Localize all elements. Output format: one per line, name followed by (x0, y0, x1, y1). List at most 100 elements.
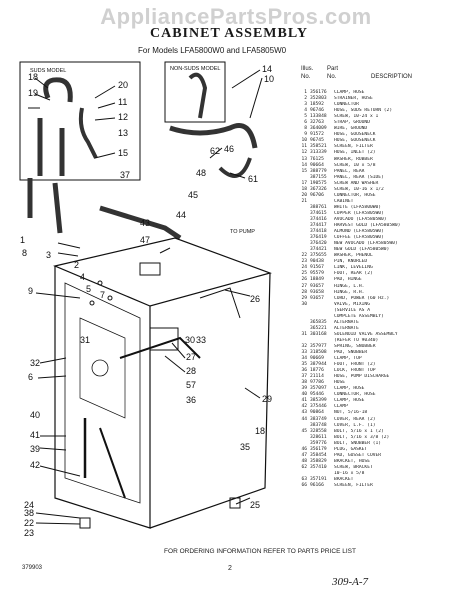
part-number: 356176 (310, 90, 327, 95)
illus-number: 26 (301, 277, 307, 283)
illus-number: 22 (301, 253, 307, 259)
callout-number: 24 (24, 500, 34, 510)
part-description: AVOCADO (LFA5805W0) (334, 216, 387, 222)
part-description: NUT, 5/16-18 (334, 410, 368, 416)
part-description: VALVE, MIXING (334, 301, 370, 307)
part-number: 93657 (310, 295, 324, 301)
suds-model-label: SUDS MODEL (30, 68, 66, 74)
part-description: NEW GOLD (LFA5805W0) (334, 247, 390, 253)
illus-number: 24 (301, 265, 307, 271)
part-description: PAD, GUSSET COVER (334, 452, 382, 458)
part-description: HOSE, GOOSENECK (334, 138, 376, 144)
illus-number: 8 (304, 126, 307, 132)
part-number: 97786 (310, 380, 324, 386)
header-part-no: No. (327, 74, 337, 80)
part-description: SCREW, 10-24 x 1 (334, 114, 379, 120)
part-description: FOOT, REAR (2) (334, 271, 373, 277)
callout-number: 19 (28, 88, 38, 98)
part-number: 90669 (310, 356, 324, 362)
callout-number: 46 (224, 144, 234, 154)
illus-number: 36 (301, 368, 307, 374)
part-number: 328558 (310, 428, 327, 434)
part-number: 367326 (310, 186, 327, 192)
part-number: 95579 (310, 271, 324, 277)
part-number: 374615 (310, 210, 327, 216)
part-description: (REFER TO 90340) (334, 337, 379, 343)
part-description: WHITE (LFA5800W0) (334, 204, 382, 210)
header-no: No. (301, 74, 311, 80)
illus-number: 35 (301, 362, 307, 368)
part-description: BOLT, 5/16 x 3/8 (2) (334, 434, 390, 440)
illus-number: 5 (304, 114, 307, 120)
illus-number: 17 (301, 180, 307, 186)
parts-row: COMPLETE ASSEMBLY) (293, 314, 469, 320)
part-description: SPRING, SNUBBER (334, 343, 376, 349)
illus-number: 63 (301, 477, 307, 482)
illus-number: 48 (301, 458, 307, 464)
part-description: BRACKET (334, 477, 354, 482)
part-description: PLUG, GASKET (334, 446, 368, 452)
parts-row: 10-16 x 5/8 (293, 471, 469, 477)
part-number: 318508 (310, 350, 327, 356)
part-number: 375655 (310, 253, 327, 259)
callout-number: 48 (196, 168, 206, 178)
part-description: HOSE, SUDS RETURN (2) (334, 108, 393, 114)
illus-number: 31 (301, 331, 307, 337)
part-number: 328611 (310, 434, 327, 440)
illus-number: 27 (301, 283, 307, 289)
part-description: LOCK, FRONT TOP (334, 368, 376, 374)
part-number: 383748 (310, 422, 327, 428)
part-description: WASHER, RUBBER (334, 156, 373, 162)
part-number: 374418 (310, 229, 327, 235)
illus-number: 13 (301, 156, 307, 162)
part-number: 91567 (310, 265, 324, 271)
part-number: 387155 (310, 174, 327, 180)
page-title: CABINET ASSEMBLY (150, 26, 309, 41)
part-description: SCREEN, FILTER (334, 144, 373, 150)
illus-number: 41 (301, 398, 307, 404)
part-description: PANEL, REAR (334, 168, 365, 174)
part-description: PAD, HINGE (334, 277, 362, 283)
part-number: 96746 (310, 108, 324, 114)
illus-number: 2 (304, 96, 307, 102)
illus-number: 10 (301, 138, 307, 144)
part-description: WASHER, PHENOL (334, 253, 373, 259)
part-description: HARVEST GOLD (LFA5805W0) (334, 223, 401, 229)
part-description: SCREEN, FILTER (334, 483, 373, 489)
nonsuds-model-label: NON-SUDS MODEL (170, 66, 220, 72)
callout-number: 8 (22, 248, 27, 258)
illus-number: 28 (301, 289, 307, 295)
callout-number: 23 (24, 528, 34, 538)
part-number: 133848 (310, 114, 327, 120)
part-number: 18592 (310, 102, 324, 108)
illus-number: 23 (301, 259, 307, 265)
part-number: 313339 (310, 150, 327, 156)
part-number: 90438 (310, 259, 324, 265)
callout-number: 31 (80, 335, 90, 345)
